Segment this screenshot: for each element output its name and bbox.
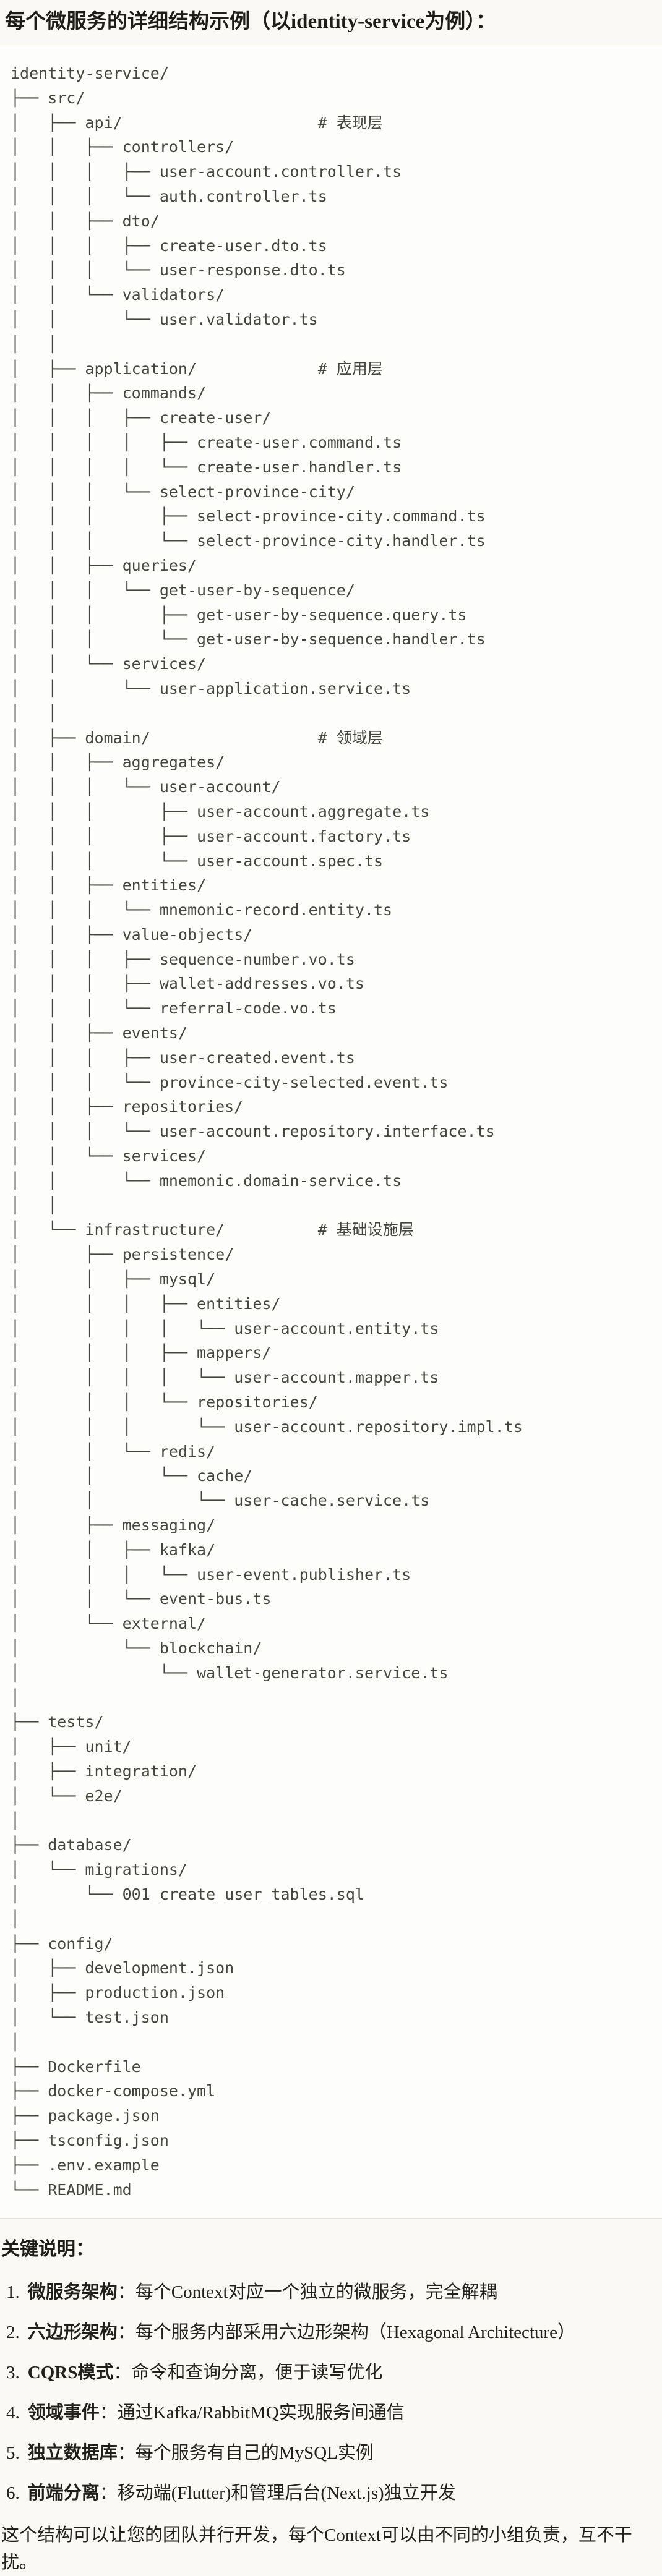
note-number: 2. [6, 2322, 20, 2343]
note-item: 1. 微服务架构：每个Context对应一个独立的微服务，完全解耦 [6, 2279, 662, 2306]
notes-heading: 关键说明： [1, 2239, 94, 2260]
note-number: 6. [6, 2483, 20, 2504]
note-separator: ： [113, 2363, 132, 2383]
note-text: 每个Context对应一个独立的微服务，完全解耦 [135, 2282, 497, 2303]
note-number: 3. [6, 2363, 20, 2383]
note-item: 2. 六边形架构：每个服务内部采用六边形架构（Hexagonal Architec… [6, 2319, 662, 2346]
note-separator: ： [117, 2443, 135, 2463]
page: 每个微服务的详细结构示例（以identity-service为例）： ident… [0, 7, 662, 2576]
note-number: 5. [6, 2443, 20, 2463]
note-item: 6. 前端分离：移动端(Flutter)和管理后台(Next.js)独立开发 [6, 2480, 662, 2507]
note-number: 1. [6, 2282, 20, 2303]
file-tree: identity-service/ ├── src/ │ ├── api/ # … [11, 64, 523, 2199]
code-block: identity-service/ ├── src/ │ ├── api/ # … [0, 45, 662, 2219]
note-number: 4. [6, 2403, 20, 2423]
note-label: 微服务架构 [27, 2282, 118, 2303]
note-text: 命令和查询分离，便于读写优化 [131, 2363, 383, 2383]
note-text: 通过Kafka/RabbitMQ实现服务间通信 [117, 2403, 405, 2423]
note-label: 前端分离 [27, 2483, 100, 2504]
note-separator: ： [99, 2403, 118, 2423]
note-separator: ： [117, 2322, 135, 2343]
note-item: 5. 独立数据库：每个服务有自己的MySQL实例 [6, 2439, 662, 2467]
note-text: 每个服务内部采用六边形架构（Hexagonal Architecture） [135, 2322, 575, 2343]
page-title: 每个微服务的详细结构示例（以identity-service为例）： [5, 11, 496, 33]
note-label: CQRS模式 [27, 2363, 114, 2383]
note-label: 六边形架构 [27, 2322, 118, 2343]
note-label: 领域事件 [27, 2403, 100, 2423]
note-separator: ： [117, 2282, 135, 2303]
note-item: 3. CQRS模式：命令和查询分离，便于读写优化 [6, 2359, 662, 2386]
note-text: 移动端(Flutter)和管理后台(Next.js)独立开发 [117, 2483, 456, 2504]
note-item: 4. 领域事件：通过Kafka/RabbitMQ实现服务间通信 [6, 2399, 662, 2426]
note-text: 每个服务有自己的MySQL实例 [135, 2443, 374, 2463]
note-label: 独立数据库 [27, 2443, 118, 2463]
closing-paragraph: 这个结构可以让您的团队并行开发，每个Context可以由不同的小组负责，互不干扰… [1, 2525, 632, 2573]
note-separator: ： [99, 2483, 118, 2504]
